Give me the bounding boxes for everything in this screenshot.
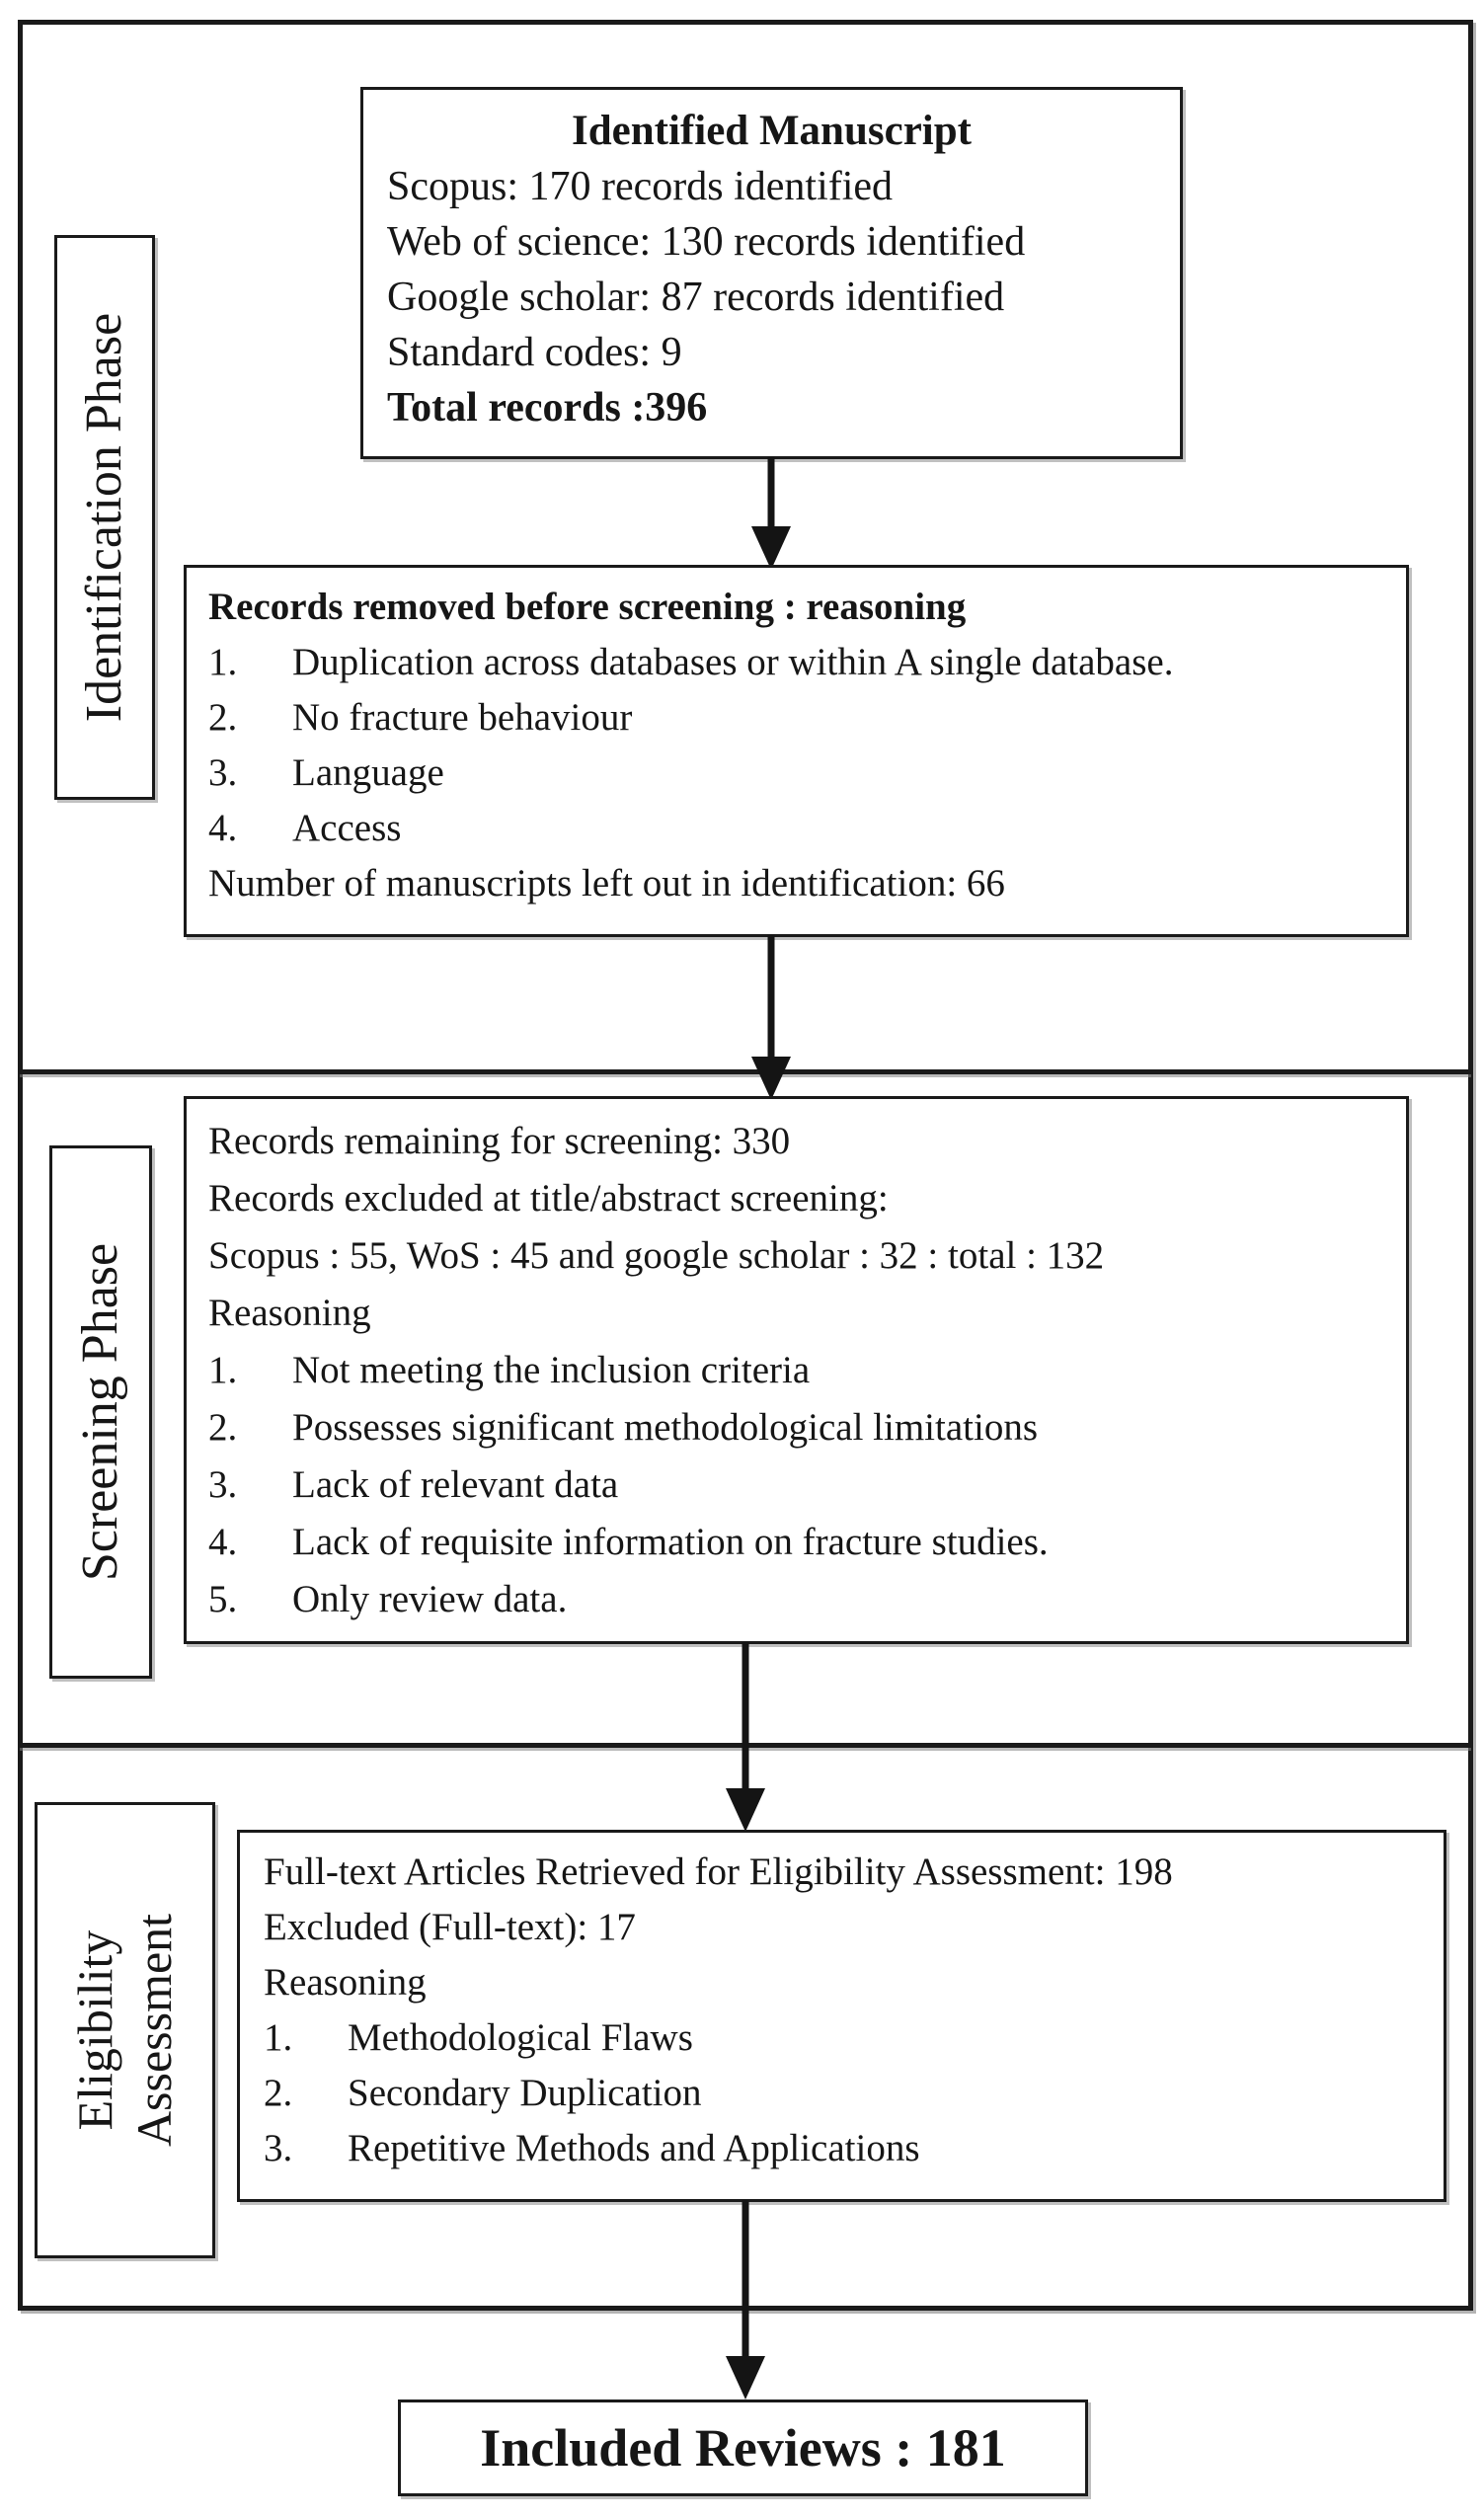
item-text: Language bbox=[292, 751, 444, 794]
eligibility-label-line-2: Assessment bbox=[126, 1913, 183, 2148]
screening-box-line: Records remaining for screening: 330 bbox=[208, 1120, 791, 1162]
screening-box-line: Records excluded at title/abstract scree… bbox=[208, 1177, 889, 1220]
removed-box-item: 1. Duplication across databases or withi… bbox=[208, 635, 1384, 690]
item-number: 4. bbox=[208, 1521, 238, 1563]
arrow-removed-to-screening bbox=[751, 935, 791, 1100]
arrow-shaft bbox=[742, 1642, 749, 1794]
records-removed-box: Records removed before screening : reaso… bbox=[184, 565, 1409, 937]
screening-box-item: 4. Lack of requisite information on frac… bbox=[208, 1514, 1384, 1571]
eligibility-box: Full-text Articles Retrieved for Eligibi… bbox=[237, 1830, 1446, 2202]
identified-box-line: Google scholar: 87 records identified bbox=[387, 275, 1005, 320]
eligibility-box-item: 1. Methodological Flaws bbox=[264, 2010, 1420, 2066]
removed-box-footer: Number of manuscripts left out in identi… bbox=[208, 862, 1005, 905]
identified-box-title: Identified Manuscript bbox=[572, 108, 972, 154]
screening-box-item: 2. Possesses significant methodological … bbox=[208, 1399, 1384, 1456]
item-text: Repetitive Methods and Applications bbox=[348, 2127, 920, 2169]
item-number: 3. bbox=[208, 1463, 238, 1506]
arrow-shaft bbox=[767, 457, 775, 532]
arrow-head bbox=[751, 1057, 791, 1100]
item-text: Possesses significant methodological lim… bbox=[292, 1406, 1039, 1449]
item-number: 4. bbox=[208, 807, 238, 849]
included-reviews-text: Included Reviews : 181 bbox=[480, 2418, 1006, 2478]
arrow-screening-to-eligibility bbox=[726, 1642, 765, 1832]
item-text: Not meeting the inclusion criteria bbox=[292, 1349, 811, 1391]
item-text: Lack of requisite information on fractur… bbox=[292, 1521, 1049, 1563]
item-number: 2. bbox=[264, 2072, 293, 2114]
arrow-head bbox=[726, 2356, 765, 2400]
item-number: 3. bbox=[208, 751, 238, 794]
screening-box-item: 1. Not meeting the inclusion criteria bbox=[208, 1342, 1384, 1399]
arrow-head bbox=[751, 526, 791, 570]
item-text: Methodological Flaws bbox=[348, 2016, 693, 2059]
removed-box-item: 2. No fracture behaviour bbox=[208, 690, 1384, 746]
item-number: 2. bbox=[208, 1406, 238, 1449]
identified-box-line: Scopus: 170 records identified bbox=[387, 164, 894, 209]
identification-phase-label-text: Identification Phase bbox=[76, 312, 132, 723]
item-text: Only review data. bbox=[292, 1578, 568, 1620]
identified-box-line: Web of science: 130 records identified bbox=[387, 219, 1026, 265]
arrow-eligibility-to-included bbox=[726, 2200, 765, 2400]
removed-box-item: 4. Access bbox=[208, 801, 1384, 856]
item-number: 5. bbox=[208, 1578, 238, 1620]
eligibility-box-line: Excluded (Full-text): 17 bbox=[264, 1906, 636, 1948]
item-text: Secondary Duplication bbox=[348, 2072, 702, 2114]
eligibility-box-line: Reasoning bbox=[264, 1961, 427, 2004]
screening-phase-label: Screening Phase bbox=[49, 1145, 152, 1679]
arrow-identified-to-removed bbox=[751, 457, 791, 570]
item-text: No fracture behaviour bbox=[292, 696, 633, 739]
screening-box-item: 3. Lack of relevant data bbox=[208, 1456, 1384, 1514]
identified-manuscript-box: Identified Manuscript Scopus: 170 record… bbox=[360, 87, 1183, 459]
arrow-shaft bbox=[767, 935, 775, 1062]
item-number: 2. bbox=[208, 696, 238, 739]
removed-box-item: 3. Language bbox=[208, 746, 1384, 801]
eligibility-label-line-1: Eligibility bbox=[67, 1929, 123, 2131]
eligibility-box-line: Full-text Articles Retrieved for Eligibi… bbox=[264, 1850, 1173, 1893]
arrow-shaft bbox=[742, 2200, 749, 2362]
eligibility-box-item: 2. Secondary Duplication bbox=[264, 2066, 1420, 2121]
screening-box-line: Scopus : 55, WoS : 45 and google scholar… bbox=[208, 1234, 1105, 1277]
included-reviews-box: Included Reviews : 181 bbox=[398, 2400, 1088, 2496]
identification-phase-label: Identification Phase bbox=[54, 235, 155, 800]
eligibility-assessment-label: Eligibility Assessment bbox=[35, 1802, 215, 2258]
item-text: Lack of relevant data bbox=[292, 1463, 619, 1506]
item-number: 1. bbox=[264, 2016, 293, 2059]
eligibility-box-item: 3. Repetitive Methods and Applications bbox=[264, 2121, 1420, 2176]
item-number: 1. bbox=[208, 1349, 238, 1391]
arrow-head bbox=[726, 1788, 765, 1832]
screening-box: Records remaining for screening: 330 Rec… bbox=[184, 1096, 1409, 1644]
item-text: Access bbox=[292, 807, 402, 849]
identified-box-total: Total records :396 bbox=[387, 385, 708, 431]
identified-box-line: Standard codes: 9 bbox=[387, 330, 682, 375]
screening-box-line: Reasoning bbox=[208, 1292, 371, 1334]
eligibility-assessment-label-text: Eligibility Assessment bbox=[66, 1914, 185, 2147]
screening-phase-label-text: Screening Phase bbox=[72, 1242, 128, 1582]
screening-box-item: 5. Only review data. bbox=[208, 1571, 1384, 1628]
item-number: 1. bbox=[208, 641, 238, 683]
identification-screening-divider bbox=[20, 1069, 1471, 1074]
item-number: 3. bbox=[264, 2127, 293, 2169]
item-text: Duplication across databases or within A… bbox=[292, 641, 1174, 683]
removed-box-heading: Records removed before screening : reaso… bbox=[208, 586, 967, 628]
